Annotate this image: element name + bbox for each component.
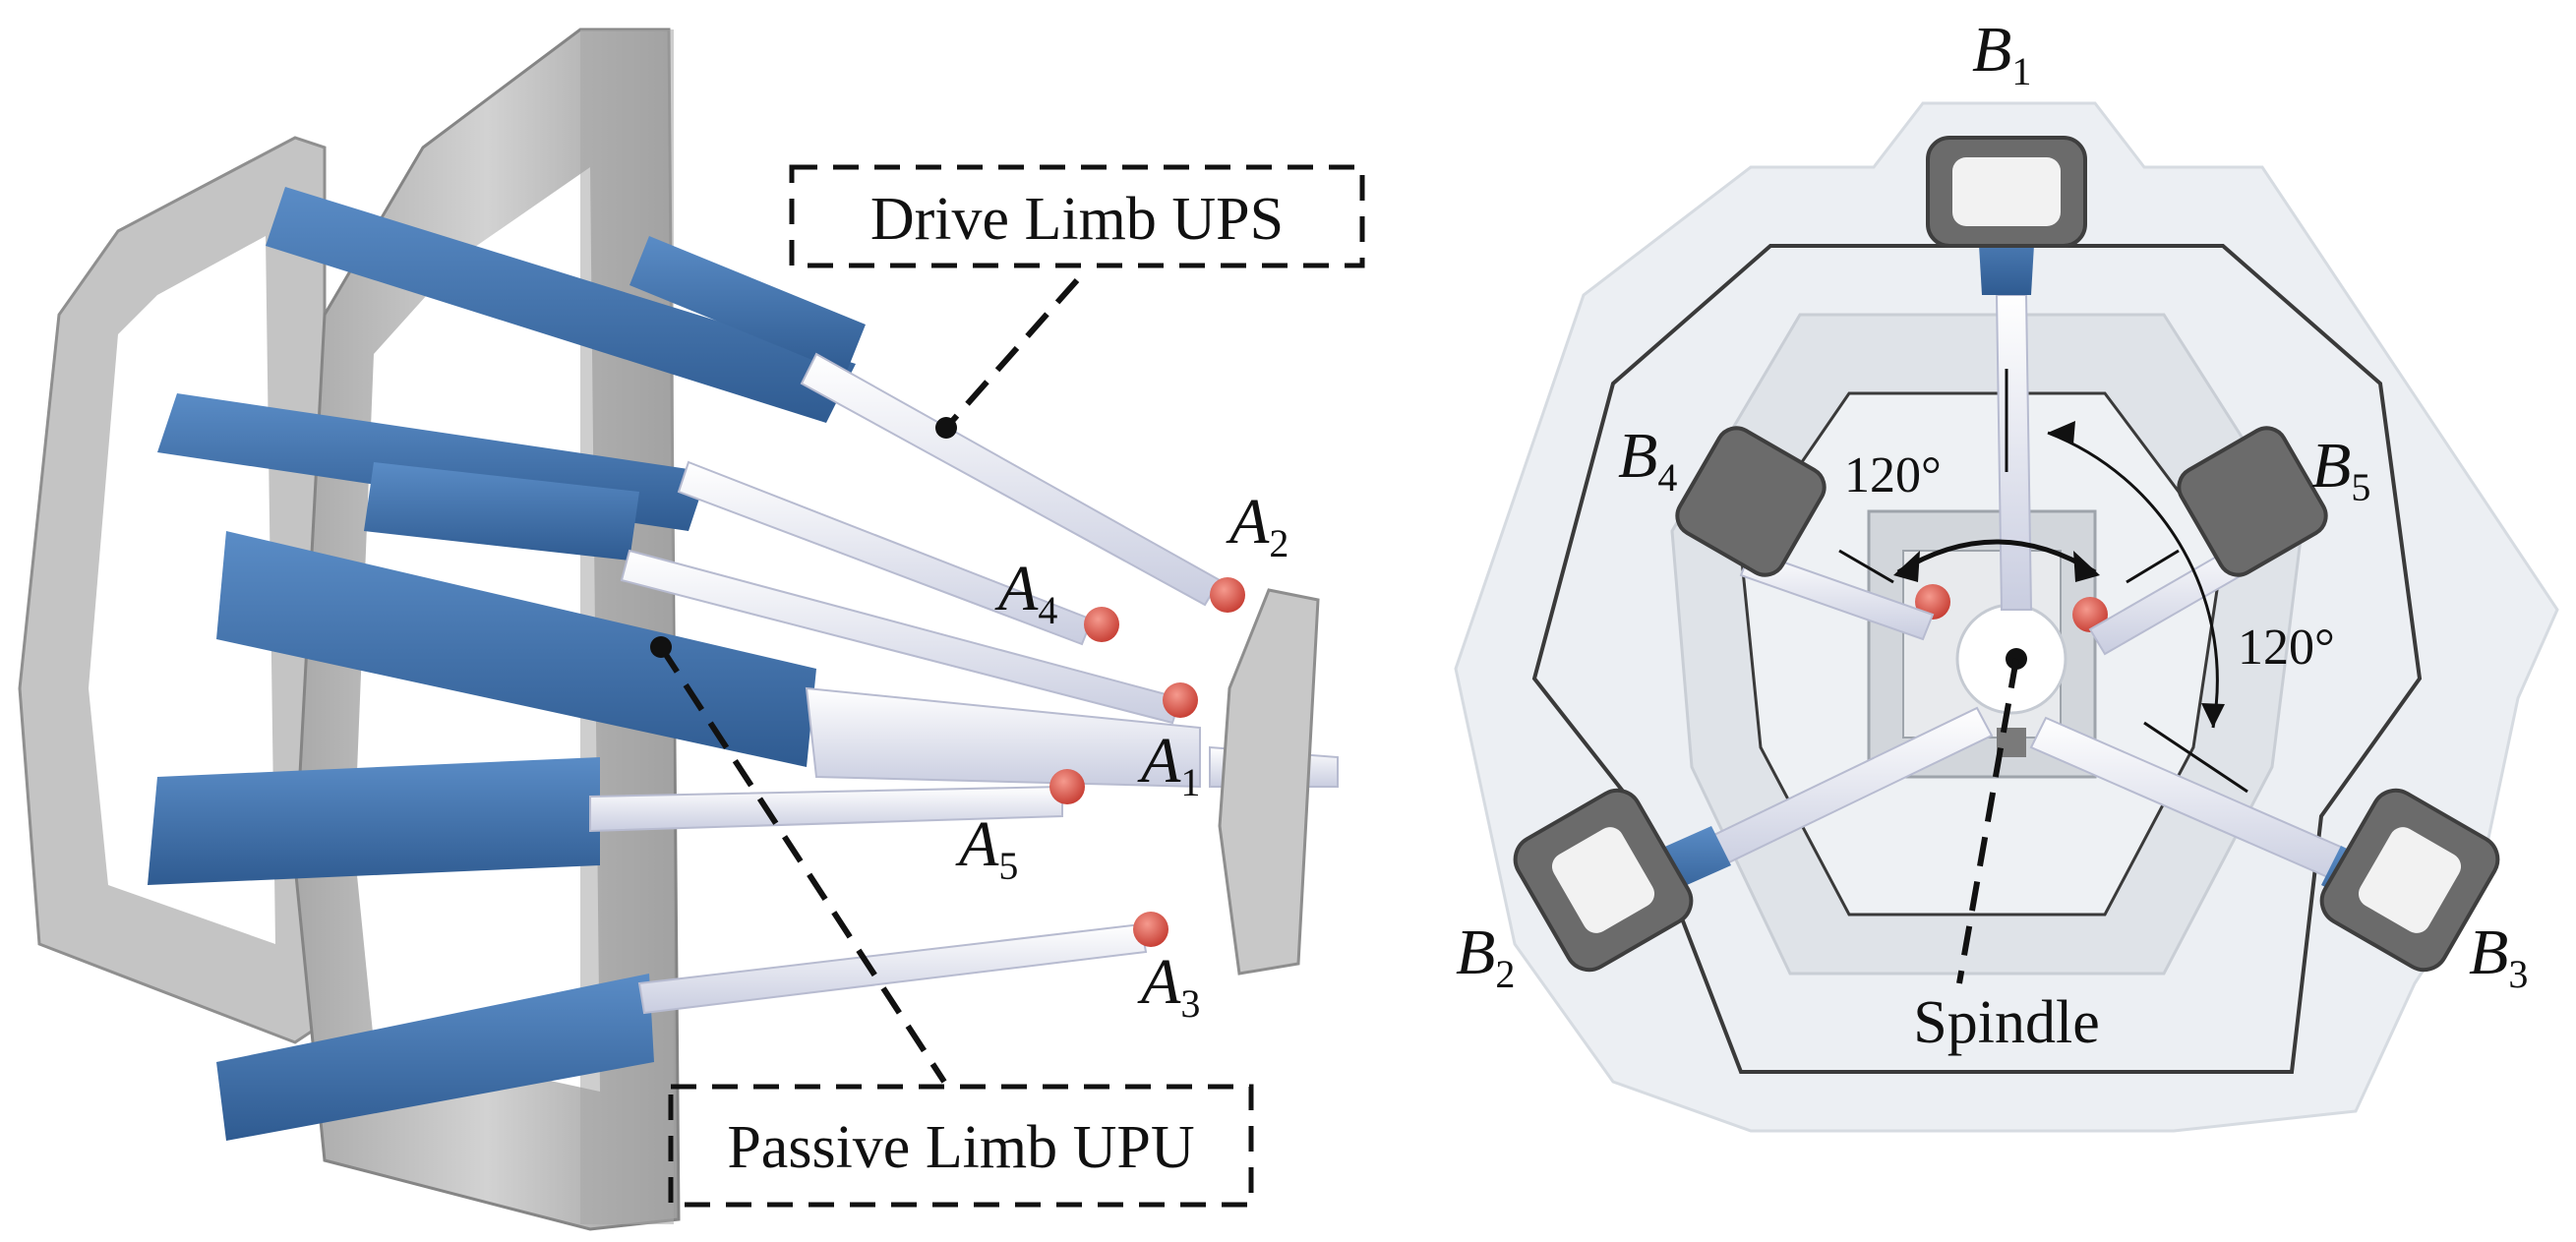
base-b4-block [1675, 426, 1827, 577]
joint-labels: A2 A4 A1 A5 A3 [955, 486, 1288, 1026]
joint-a2-marker [1210, 577, 1245, 613]
label-b1: B1 [1972, 14, 2031, 93]
joint-a5-marker [1049, 769, 1085, 804]
base-joints [1513, 136, 2500, 973]
right-mechanism-topview: 120° 120° Spindle B1 B4 B5 B2 B3 [1454, 14, 2559, 1133]
left-mechanism-render: Drive Limb UPS Passive Limb UPU A2 A4 A1… [18, 28, 1365, 1231]
drive-limb-label: Drive Limb UPS [870, 186, 1284, 253]
joint-a1-marker [1163, 682, 1198, 718]
label-a5: A5 [955, 808, 1018, 888]
angle-label-center: 120° [1844, 447, 1942, 503]
base-labels: B1 B4 B5 B2 B3 [1456, 14, 2528, 996]
passive-limb-callout: Passive Limb UPU [650, 636, 1254, 1208]
joint-a3-marker [1133, 912, 1168, 947]
drive-limb-callout: Drive Limb UPS [789, 164, 1365, 439]
label-b5: B5 [2311, 430, 2370, 509]
label-a2: A2 [1226, 486, 1288, 565]
joint-a4-marker [1084, 607, 1119, 642]
base-b5-block [2177, 426, 2328, 577]
spherical-joints [1049, 577, 1245, 947]
angle-label-right: 120° [2238, 620, 2335, 676]
label-b4: B4 [1618, 420, 1677, 500]
label-b2: B2 [1456, 917, 1515, 996]
label-a3: A3 [1137, 946, 1200, 1026]
spindle-label: Spindle [1913, 989, 2099, 1056]
limb-rods [589, 352, 1339, 1015]
angle-annotations: 120° 120° [1838, 369, 2335, 794]
angle-arc-center [1896, 539, 2097, 575]
angle-arc-right [2047, 431, 2219, 729]
spindle-callout: Spindle [1913, 648, 2100, 1056]
label-b3: B3 [2469, 917, 2528, 996]
label-a1: A1 [1137, 725, 1200, 804]
limb-cylinders [148, 187, 866, 1141]
passive-limb-label: Passive Limb UPU [727, 1114, 1194, 1181]
label-a4: A4 [994, 553, 1057, 632]
moving-platform [1218, 588, 1320, 976]
